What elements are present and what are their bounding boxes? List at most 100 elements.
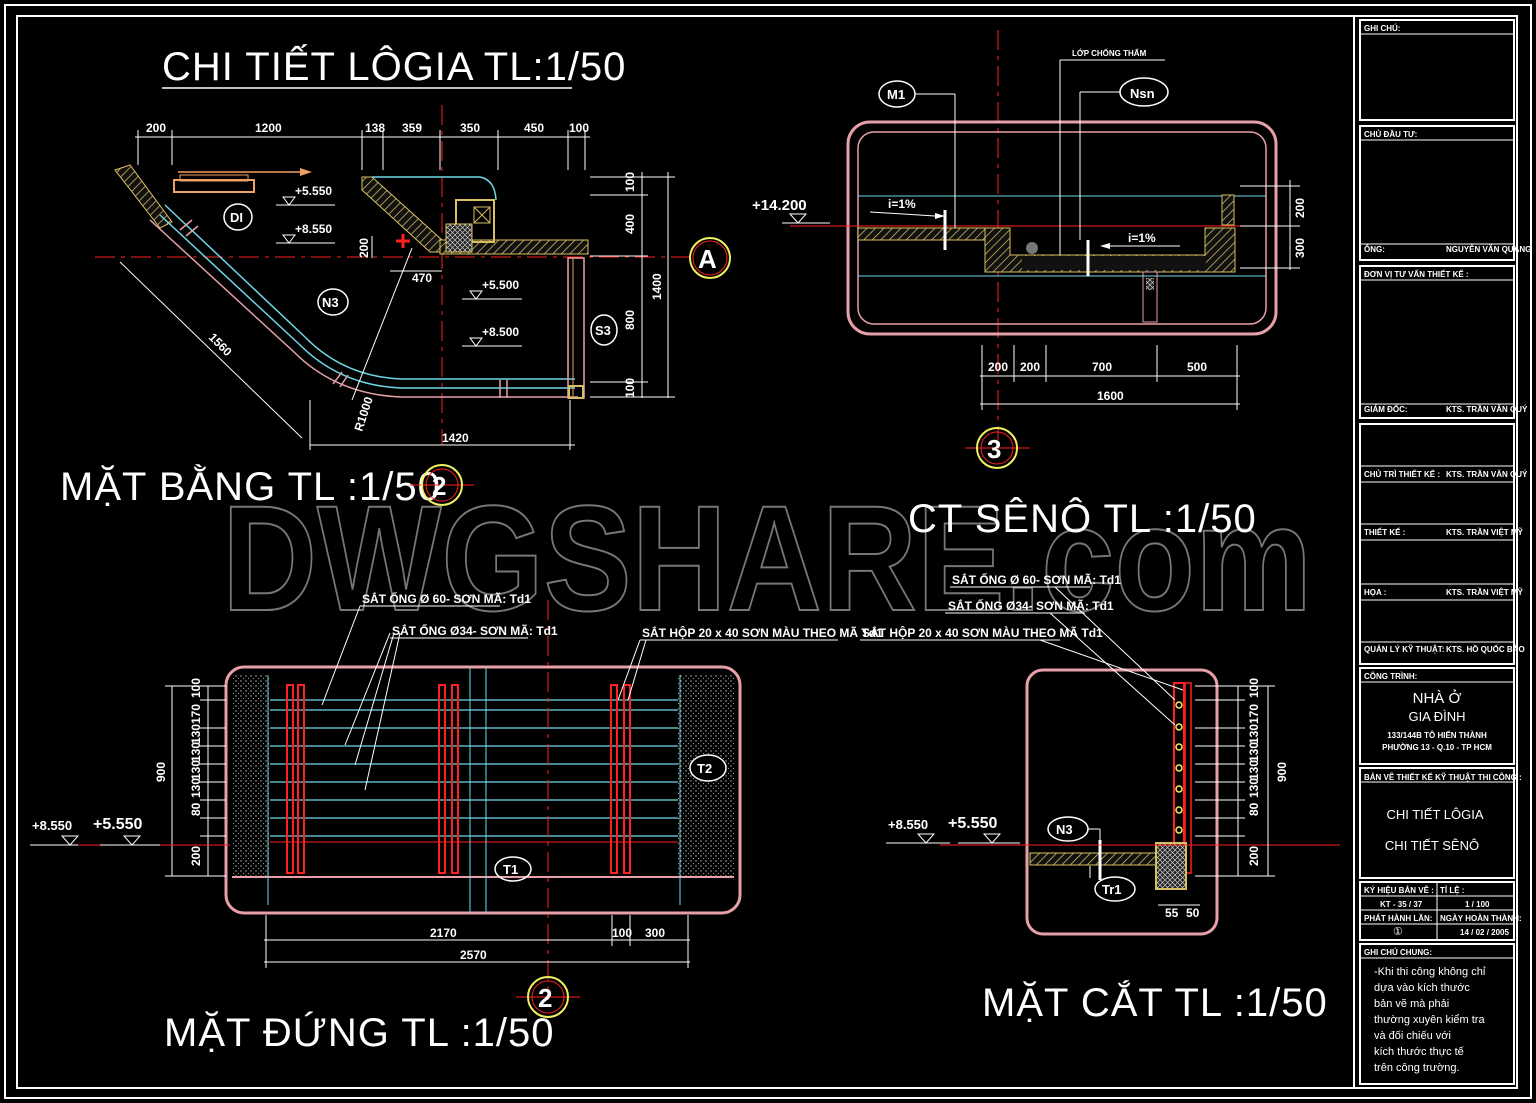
drawing-label: CHỦ ĐẦU TƯ: [1364,129,1417,139]
membrane-label: LỚP CHỐNG THẤM [1072,48,1147,58]
drawing-label: +5.550 [93,816,142,833]
drawing-label: 500 [1187,360,1207,374]
elev-note-pipe34: SẮT ỐNG Ø34- SƠN MÃ: Td1 [392,623,558,638]
drawing-label: 900 [154,762,168,782]
drawing-label: 55 [1165,906,1179,920]
drawing-label: i=1% [888,197,916,211]
drawing-label: PHƯỜNG 13 - Q.10 - TP HCM [1382,743,1492,752]
drawing-label: 1400 [650,273,664,300]
drawing-label: 2570 [460,948,487,962]
drawing-label: ÔNG: [1364,245,1385,254]
drawing-label: 100 [623,172,637,192]
drawing-label: 800 [623,310,637,330]
drawing-label: 80 [1247,802,1261,816]
drawing-label: GHI CHÚ: [1364,24,1400,33]
tag-s3: S3 [595,323,611,338]
drawing-label: 100 [623,378,637,398]
section-note-box: SẮT HỘP 20 x 40 SƠN MÀU THEO MÃ Td1 [862,625,1103,640]
drawing-label: NGÀY HOÀN THÀNH: [1440,914,1522,923]
drawing-label: +8.550 [888,817,928,832]
drawing-label: KTS. TRẦN VIỆT MỸ [1446,587,1524,597]
drawing-label: CHI TIẾT SÊNÔ [1385,838,1479,853]
drawing-label: +8.550 [32,818,72,833]
drawing-label: 200 [988,360,1008,374]
drawing-label: PHÁT HÀNH LẦN: [1364,913,1432,923]
drawing-label: 100 [189,678,203,698]
gutter-detail-title: CT SÊNÔ TL :1/50 [908,496,1257,541]
section-marker-a: A [689,237,731,279]
drawing-label: +14.200 [752,197,807,214]
drawing-label: 450 [524,121,544,135]
drawing-label: ① [1393,926,1403,938]
drawing-label: HỌA : [1364,588,1386,597]
drawing-label: +5.550 [295,184,332,198]
drawing-label: GIA ĐÌNH [1408,709,1465,724]
callout-2-plan: 2 [410,464,474,506]
section-note-pipe34: SẮT ỐNG Ø34- SƠN MÃ: Td1 [948,598,1114,613]
drawing-label: 359 [402,121,422,135]
drawing-label: thường xuyên kiểm tra [1374,1014,1485,1026]
drawing-label: 80 [189,802,203,816]
floor-plan-title: MẶT BẰNG TL :1/50 [60,463,441,509]
drawing-label: 100 [1247,678,1261,698]
drawing-label: 700 [1092,360,1112,374]
callout-3: 3 [965,427,1030,469]
drawing-label: NHÀ Ở [1413,689,1462,707]
drawing-label: CHỦ TRÌ THIẾT KẾ : [1364,469,1440,479]
drawing-label: 2 [432,471,446,501]
drawing-label: -Khi thi công không chỉ [1374,966,1486,978]
drawing-label: 133/144B TÔ HIẾN THÀNH [1387,730,1487,740]
drawing-label: 138 [365,121,385,135]
drawing-label: 170 [189,704,203,724]
drawing-label: 14 / 02 / 2005 [1460,928,1509,937]
tag-t1: T1 [503,862,518,877]
title-block: GHI CHÚ: CHỦ ĐẦU TƯ: ÔNG: NGUYỄN VĂN QUA… [1359,19,1531,1085]
callout-2-elevation: 2 [516,976,580,1018]
general-note: -Khi thi công không chỉ dựa vào kích thư… [1374,966,1486,1074]
drawing-label: R1000 [352,395,376,433]
drawing-label: BẢN VẼ THIẾT KẾ KỸ THUẬT THI CÔNG : [1364,772,1522,782]
drawing-label: i=1% [1128,231,1156,245]
drawing-label: 900 [1275,762,1289,782]
drawing-label: KTS. HỒ QUỐC BẢO [1446,644,1525,654]
drawing-label: KTS. TRẦN VĂN QUÝ [1446,404,1528,414]
drawing-label: +5.550 [948,815,997,832]
drawing-label: 3 [987,434,1001,464]
tag-m1: M1 [887,87,905,102]
drawing-label: 200 [357,238,371,258]
drawing-label: TỈ LỆ : [1440,886,1464,895]
drawing-label: 130 [1247,778,1261,798]
drawing-label: 200 [1293,198,1307,218]
drawing-label: 130 [189,742,203,762]
drawing-label: 1 / 100 [1465,900,1490,909]
inner-frame [16,15,1518,1089]
drawing-label: CHI TIẾT LÔGIA [1386,807,1483,822]
elevation-title: MẶT ĐỨNG TL :1/50 [164,1010,555,1055]
level-marker: +5.550 [276,184,335,206]
drawing-label: KT - 35 / 37 [1380,900,1423,909]
drawing-label: KTS. TRẦN VĂN QUÝ [1446,469,1528,479]
drawing-label: +8.500 [482,325,519,339]
drawing-label: bản vẽ mà phải [1374,998,1449,1010]
drawing-label: 200 [1247,846,1261,866]
drawing-label: NGUYỄN VĂN QUANG [1446,245,1531,254]
drawing-label: GIÁM ĐỐC: [1364,404,1408,414]
drawing-label: DWGSHARE.com [222,474,1312,642]
drawing-label: QUẢN LÝ KỸ THUẬT: [1364,645,1444,654]
tag-nsn: Nsn [1130,86,1155,101]
section-note-pipe60: SẮT ỐNG Ø 60- SƠN MÃ: Td1 [952,572,1121,587]
drawing-label: ĐƠN VỊ TƯ VẤN THIẾT KẾ : [1364,269,1469,279]
drawing-label: 50 [1186,906,1200,920]
drawing-label: kích thước thực tế [1374,1046,1464,1058]
drawing-label: 2 [538,983,552,1013]
tag-tr1: Tr1 [1102,882,1122,897]
drawing-label: 130 [189,760,203,780]
outer-frame [4,4,1532,1099]
drawing-label: dựa vào kích thước [1374,982,1470,994]
elev-note-pipe60: SẮT ỐNG Ø 60- SƠN MÃ: Td1 [362,591,531,606]
elevation: SẮT ỐNG Ø 60- SƠN MÃ: Td1 SẮT ỐNG Ø34- S… [30,591,883,1018]
drawing-label: THIẾT KẾ : [1364,527,1405,537]
drawing-label: GHI CHÚ CHUNG: [1364,948,1432,957]
drawing-label: 200 [189,846,203,866]
